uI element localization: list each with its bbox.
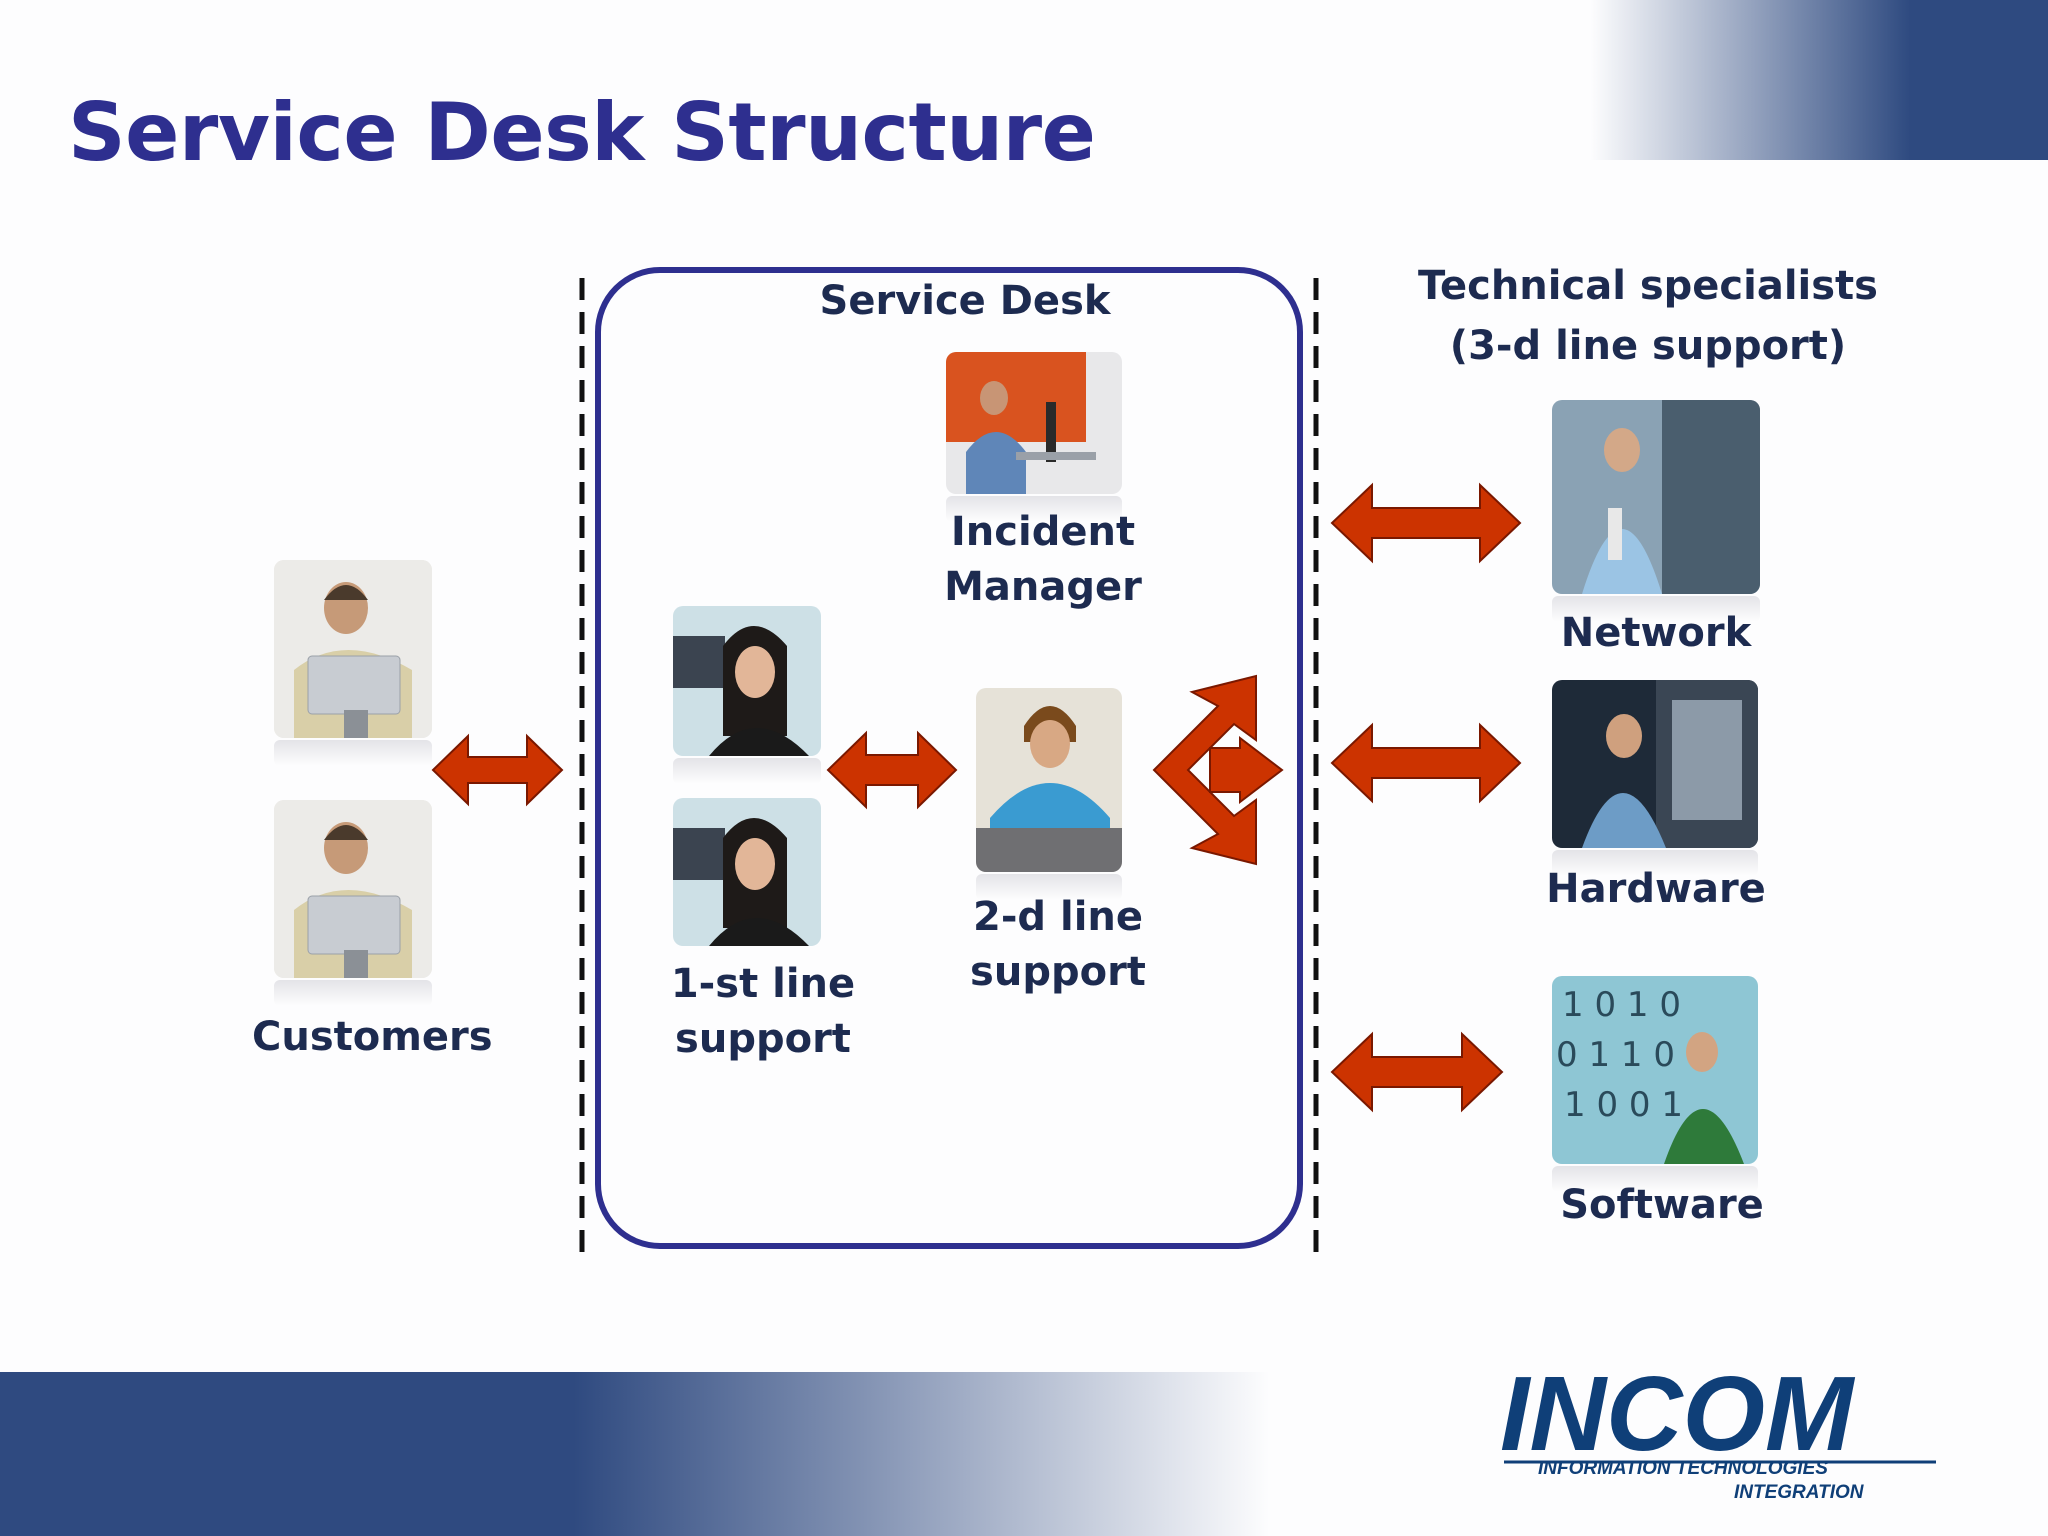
hardware-specialist-icon (1552, 680, 1758, 848)
specialists-heading-text: Technical specialists (3-d line support) (1418, 263, 1878, 369)
service-desk-frame (595, 267, 1303, 1249)
hardware-photo (1552, 680, 1758, 848)
first-line-photo-1-reflection (673, 758, 821, 784)
arrow-software (1330, 1031, 1504, 1113)
software-label: Software (1560, 1182, 1764, 1228)
hardware-label: Hardware (1546, 866, 1766, 912)
operator-headset-icon (946, 352, 1122, 494)
support-woman-icon (673, 798, 821, 946)
arrow-first-second-line (826, 730, 958, 810)
svg-text:0 1 1 0: 0 1 1 0 (1556, 1035, 1675, 1075)
svg-text:1 0 1 0: 1 0 1 0 (1562, 985, 1681, 1025)
hardware-reflection (1552, 850, 1758, 876)
splitter-arrow-right (1209, 735, 1284, 805)
software-reflection (1552, 1166, 1758, 1192)
customer-photo-2 (274, 800, 432, 978)
second-line-reflection (976, 874, 1122, 900)
software-specialist-icon: 1 0 1 0 0 1 1 0 1 0 0 1 (1552, 976, 1758, 1164)
incident-manager-label: Incident Manager (918, 505, 1168, 615)
customers-label: Customers (252, 1014, 493, 1060)
second-line-text: 2-d line support (970, 894, 1146, 995)
support-woman-icon (673, 606, 821, 756)
first-line-photo-1 (673, 606, 821, 756)
incom-brand: INCOM (1500, 1355, 1856, 1473)
second-line-photo (976, 688, 1122, 872)
network-photo (1552, 400, 1760, 594)
network-specialist-icon (1552, 400, 1760, 594)
logo-tagline-2: INTEGRATION (1734, 1482, 1865, 1503)
first-line-text: 1-st line support (670, 961, 856, 1062)
technician-icon (976, 688, 1122, 872)
specialists-heading: Technical specialists (3-d line support) (1400, 256, 1896, 376)
svg-text:1 0 0 1: 1 0 0 1 (1564, 1085, 1683, 1125)
first-line-photo-2 (673, 798, 821, 946)
network-reflection (1552, 596, 1760, 622)
splitter-arrow (1152, 674, 1257, 866)
bottom-banner-gradient (0, 1372, 2048, 1536)
incident-manager-reflection (946, 496, 1122, 522)
arrow-customers-servicedesk (431, 733, 564, 807)
service-desk-label: Service Desk (819, 278, 1111, 324)
second-line-label: 2-d line support (948, 890, 1168, 1000)
slide-title: Service Desk Structure (68, 86, 1096, 179)
arrow-hardware (1330, 722, 1522, 804)
logo-tagline-1: INFORMATION TECHNOLOGIES (1538, 1458, 1828, 1479)
first-line-label: 1-st line support (648, 957, 878, 1067)
customer-man-icon (274, 800, 432, 978)
customer-man-icon (274, 560, 432, 738)
top-banner-gradient (1590, 0, 2048, 160)
customer-photo-2-reflection (274, 980, 432, 1006)
software-photo: 1 0 1 0 0 1 1 0 1 0 0 1 (1552, 976, 1758, 1164)
incom-logo: INCOM INFORMATION TECHNOLOGIES INTEGRATI… (1496, 1350, 1956, 1514)
customer-photo-1 (274, 560, 432, 738)
incident-manager-text: Incident Manager (944, 509, 1142, 610)
network-label: Network (1560, 610, 1752, 656)
customer-photo-1-reflection (274, 740, 432, 766)
incom-logo-graphic: INCOM INFORMATION TECHNOLOGIES INTEGRATI… (1500, 1355, 1936, 1503)
incident-manager-photo (946, 352, 1122, 494)
arrow-network (1330, 482, 1522, 564)
